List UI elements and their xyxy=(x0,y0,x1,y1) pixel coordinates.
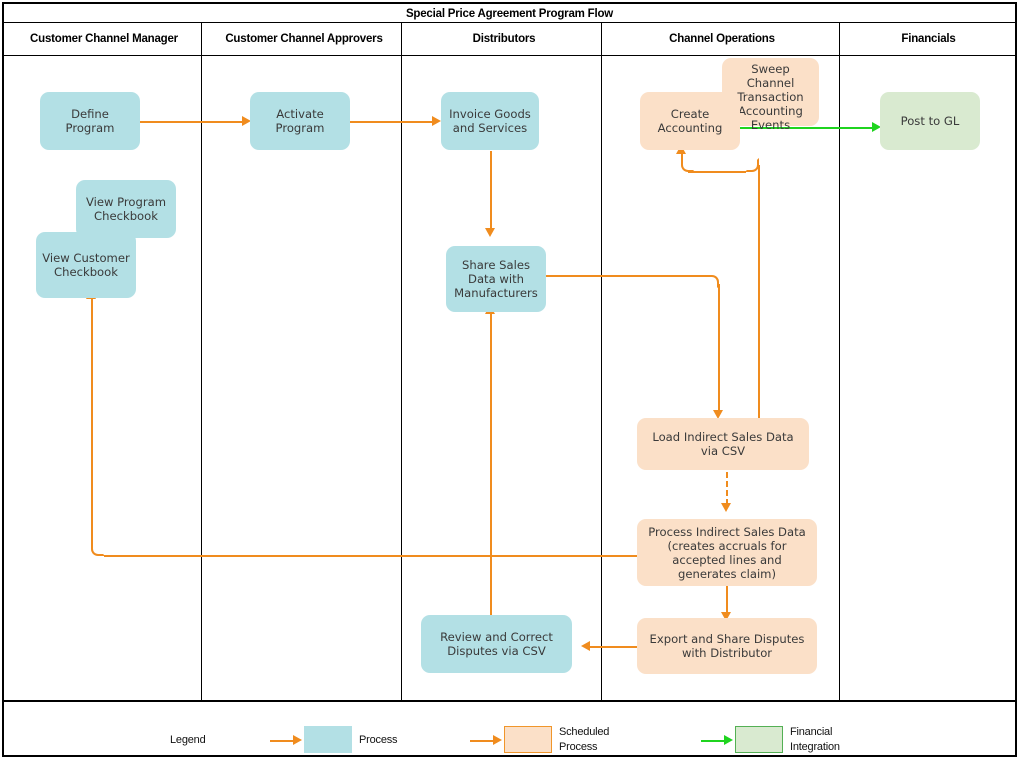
node-invoice-goods-and-services[interactable]: Invoice Goods and Services xyxy=(441,92,539,150)
legend-process-arrow-line xyxy=(270,740,296,742)
lane-header-distributors: Distributors xyxy=(472,33,536,45)
node-post-to-gl[interactable]: Post to GL xyxy=(880,92,980,150)
lane-bottom-divider xyxy=(4,700,1017,702)
edge-process-to-checkbook-vline xyxy=(91,298,93,544)
lane-header-channel-operations: Channel Operations xyxy=(669,33,775,45)
legend-title: Legend xyxy=(170,734,206,746)
edge-create-to-gl-arrowhead xyxy=(872,121,881,132)
edge-share-to-load-arrowhead xyxy=(712,410,723,419)
legend-label-process: Process xyxy=(359,734,398,746)
edge-define-to-activate-line xyxy=(140,121,245,123)
legend-swatch-scheduled xyxy=(504,726,552,753)
node-activate-program[interactable]: Activate Program xyxy=(250,92,350,150)
edge-export-to-review-line xyxy=(590,646,640,648)
edge-activate-to-invoice-line xyxy=(350,121,435,123)
edge-process-to-export-arrowhead xyxy=(720,612,731,621)
legend-label-financial: Financial Integration xyxy=(790,726,840,753)
lane-header-customer-channel-approvers: Customer Channel Approvers xyxy=(225,33,383,45)
edge-create-to-gl-line xyxy=(740,127,877,129)
lane-divider-3 xyxy=(601,23,602,700)
edge-process-to-checkbook-elbow xyxy=(91,542,105,556)
edge-load-to-process-dashed-line xyxy=(726,472,728,505)
legend-scheduled-arrowhead xyxy=(493,734,502,745)
lane-divider-1 xyxy=(201,23,202,700)
node-export-and-share-disputes[interactable]: Export and Share Disputes with Distribut… xyxy=(637,618,817,674)
node-process-indirect-sales-data[interactable]: Process Indirect Sales Data (creates acc… xyxy=(637,519,817,586)
edge-load-to-create-vline xyxy=(758,165,760,420)
edge-process-to-checkbook-hline xyxy=(104,555,638,557)
edge-invoice-to-share-arrowhead xyxy=(484,228,495,237)
edge-export-to-review-arrowhead xyxy=(581,640,590,651)
node-review-and-correct-disputes[interactable]: Review and Correct Disputes via CSV xyxy=(421,615,572,673)
title-divider xyxy=(4,22,1017,23)
edge-invoice-to-share-line xyxy=(490,151,492,230)
node-view-program-checkbook[interactable]: View Program Checkbook xyxy=(76,180,176,238)
lane-header-financials: Financials xyxy=(901,33,956,45)
node-define-program[interactable]: Define Program xyxy=(40,92,140,150)
edge-share-to-load-hline xyxy=(546,275,712,277)
diagram-title: Special Price Agreement Program Flow xyxy=(405,7,614,20)
node-share-sales-data[interactable]: Share Sales Data with Manufacturers xyxy=(446,246,546,312)
legend-swatch-financial xyxy=(735,726,783,753)
edge-load-to-create-elbow-left xyxy=(681,158,695,172)
lane-divider-2 xyxy=(401,23,402,700)
edge-load-to-create-elbow-right xyxy=(745,158,759,172)
lane-divider-4 xyxy=(839,23,840,700)
node-sweep-channel-transaction-accounting-events[interactable]: Sweep Channel Transaction Accounting Eve… xyxy=(722,58,819,132)
legend-process-arrowhead xyxy=(293,734,302,745)
edge-share-to-load-elbow xyxy=(705,275,719,289)
edge-share-to-load-vline xyxy=(718,284,720,415)
edge-load-to-create-stub xyxy=(681,152,683,160)
edge-load-to-create-hline xyxy=(688,171,746,173)
legend-financial-arrow-line xyxy=(701,740,727,742)
node-view-customer-checkbook[interactable]: View Customer Checkbook xyxy=(36,232,136,298)
legend-financial-arrowhead xyxy=(724,734,733,745)
edge-activate-to-invoice-arrowhead xyxy=(432,115,441,126)
edge-load-to-process-arrowhead xyxy=(720,503,731,512)
lane-header-customer-channel-manager: Customer Channel Manager xyxy=(30,33,178,45)
legend-swatch-process xyxy=(304,726,352,753)
legend-label-scheduled: Scheduled Process xyxy=(559,726,610,753)
lane-header-divider xyxy=(4,55,1017,56)
node-create-accounting[interactable]: Create Accounting xyxy=(640,92,740,150)
edge-review-to-share-line xyxy=(490,313,492,615)
edge-process-to-export-line xyxy=(726,586,728,614)
legend: Legend Process Scheduled Process Financi… xyxy=(4,701,1017,756)
legend-scheduled-arrow-line xyxy=(470,740,496,742)
lane-header-row: Customer Channel Manager Customer Channe… xyxy=(4,23,1017,55)
edge-define-to-activate-arrowhead xyxy=(242,115,251,126)
node-load-indirect-sales-data[interactable]: Load Indirect Sales Data via CSV xyxy=(637,418,809,470)
